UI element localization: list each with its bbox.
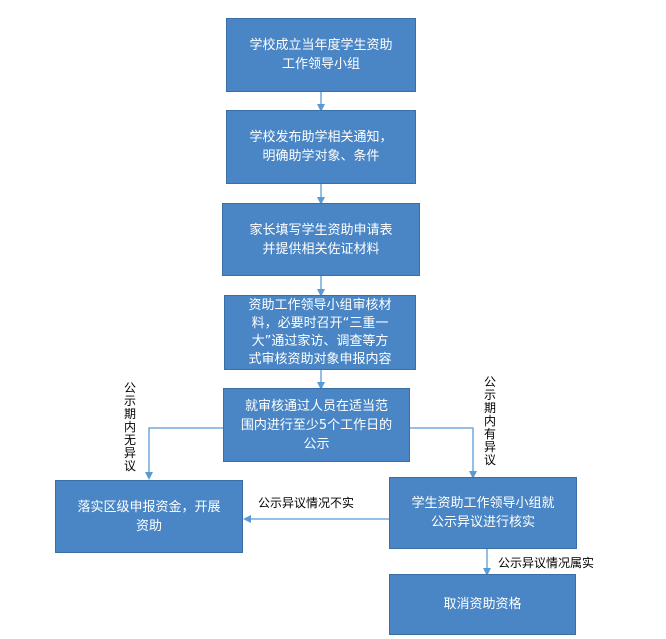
step-form-group: 学校成立当年度学生资助 工作领导小组 [226, 18, 416, 92]
arrow-to-left-result [145, 427, 223, 480]
label-objection-true: 公示异议情况属实 [498, 556, 595, 570]
step-publish-notice-text: 学校发布助学相关通知， 明确助学对象、条件 [249, 130, 393, 164]
step-form-group-text: 学校成立当年度学生资助 工作领导小组 [249, 38, 393, 72]
result-fund-allocation-text: 落实区级申报资金，开展 资助 [77, 499, 221, 534]
label-has-objection: 公示期内有异议 [483, 375, 496, 467]
label-objection-not-true: 公示异议情况不实 [258, 496, 355, 510]
step-review-materials-text: 资助工作领导小组审核材 料，必要时召开“三重一 大”通过家访、调查等方 式审核资… [248, 297, 392, 367]
step-fill-application-text: 家长填写学生资助申请表 并提供相关佐证材料 [249, 222, 393, 257]
step-review-materials: 资助工作领导小组审核材 料，必要时召开“三重一 大”通过家访、调查等方 式审核资… [224, 295, 416, 370]
result-fund-allocation: 落实区级申报资金，开展 资助 [55, 480, 243, 553]
step-verify-objection-text: 学生资助工作领导小组就 公示异议进行核实 [411, 496, 555, 530]
step-publish-notice: 学校发布助学相关通知， 明确助学对象、条件 [226, 110, 416, 184]
step-verify-objection: 学生资助工作领导小组就 公示异议进行核实 [389, 477, 577, 549]
step-public-notice: 就审核通过人员在适当范 围内进行至少5个工作日的 公示 [223, 388, 410, 462]
label-no-objection: 公示期内无异议 [123, 381, 136, 473]
result-cancel-qualification-text: 取消资助资格 [443, 597, 522, 612]
result-cancel-qualification: 取消资助资格 [389, 574, 576, 635]
step-public-notice-text: 就审核通过人员在适当范 围内进行至少5个工作日的 公示 [240, 398, 393, 452]
arrow-to-right-check [410, 427, 477, 479]
step-fill-application: 家长填写学生资助申请表 并提供相关佐证材料 [222, 203, 420, 276]
